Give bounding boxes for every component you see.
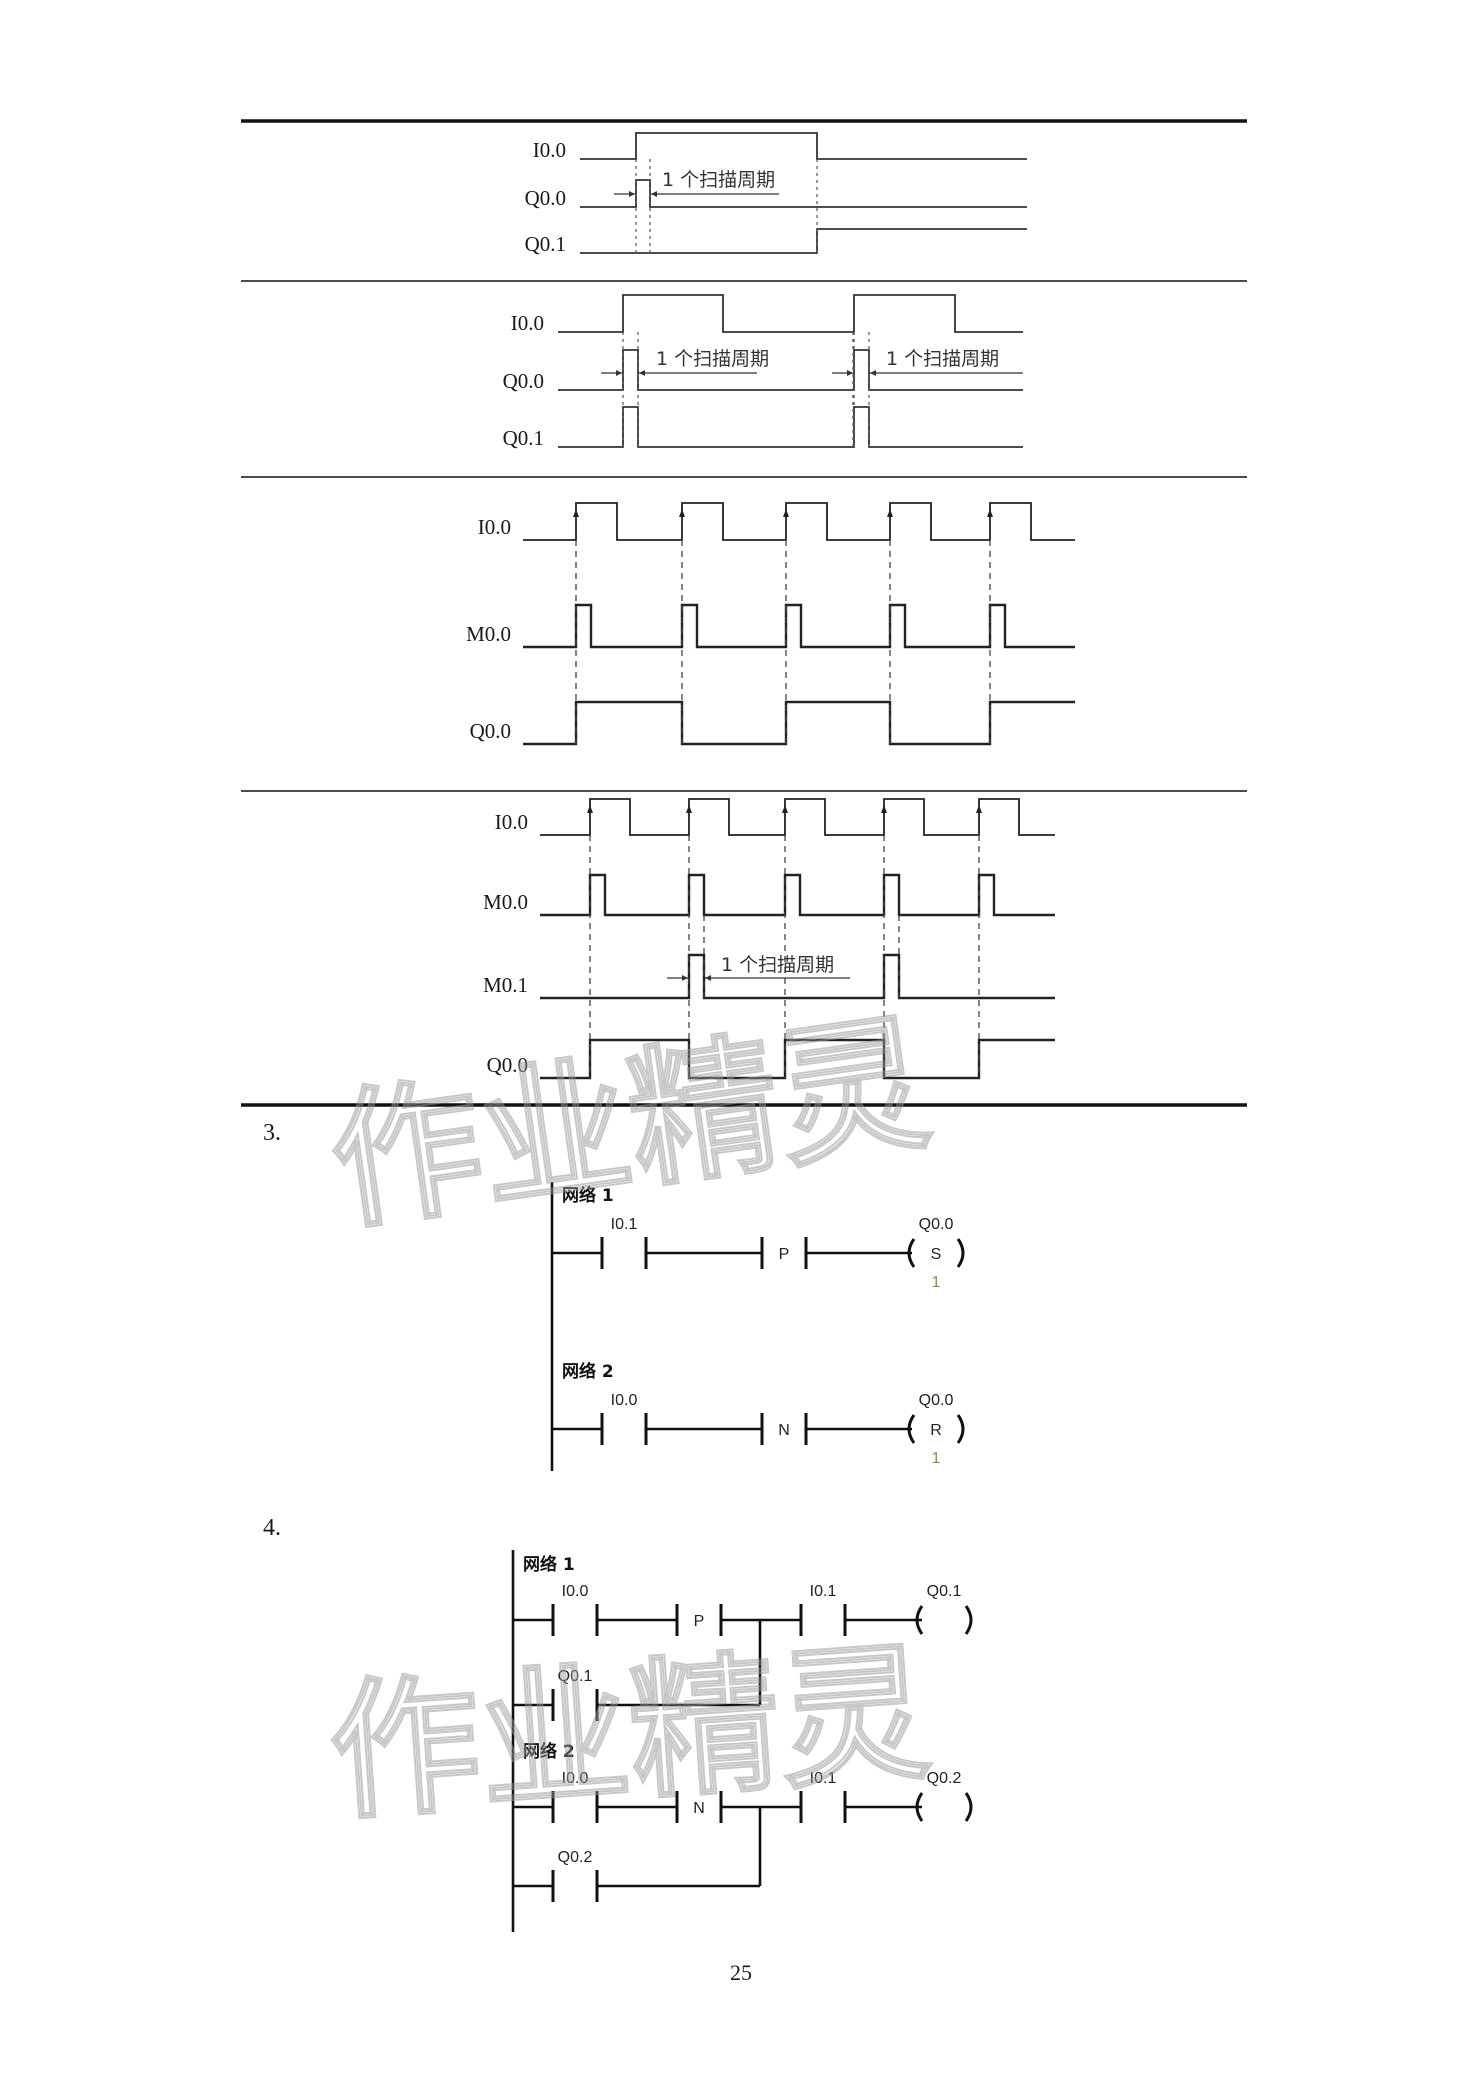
coil-address: Q0.0 [919, 1216, 954, 1233]
waveform [540, 798, 1055, 836]
signal-label: Q0.0 [487, 1053, 528, 1077]
contact-address: Q0.1 [558, 1668, 593, 1685]
coil-address: Q0.2 [927, 1770, 962, 1787]
coil-address: Q0.0 [919, 1392, 954, 1409]
waveform [580, 228, 1027, 254]
edge-detector-P: P [779, 1246, 790, 1263]
timing-diagram-1: I0.0Q0.0Q0.1 1 个扫描周期 [525, 132, 1027, 256]
scan-cycle-label: 1 个扫描周期 [721, 954, 834, 976]
rising-edge-arrow-icon [887, 509, 893, 517]
signal-label: Q0.1 [503, 426, 544, 450]
page-number: 25 [730, 1960, 752, 1985]
contact-address: Q0.2 [558, 1849, 593, 1866]
question-number-4: 4. [263, 1515, 281, 1541]
scan-cycle-label: 1 个扫描周期 [656, 348, 769, 370]
timing-diagram-4: I0.0M0.0M0.1Q0.0 1 个扫描周期 [483, 798, 1055, 1080]
signal-label: M0.0 [483, 890, 528, 914]
signal-label: M0.0 [466, 622, 511, 646]
signal-label: Q0.0 [503, 369, 544, 393]
arrow-left-icon [639, 370, 645, 376]
signal-label: I0.0 [478, 515, 511, 539]
rising-edge-arrow-icon [679, 509, 685, 517]
arrow-right-icon [629, 191, 635, 197]
contact-address: I0.1 [810, 1583, 837, 1600]
signal-label: Q0.0 [470, 719, 511, 743]
question-number-3: 3. [263, 1120, 281, 1146]
contact-address: I0.1 [810, 1770, 837, 1787]
coil-type: S [931, 1246, 942, 1263]
scan-cycle-label: 1 个扫描周期 [886, 348, 999, 370]
waveform [580, 132, 1027, 160]
waveform [540, 873, 1055, 917]
contact-address: I0.0 [562, 1770, 589, 1787]
edge-detector-N: N [778, 1422, 790, 1439]
signal-label: M0.1 [483, 973, 528, 997]
edge-detector-P: P [694, 1613, 705, 1630]
network-title: 网络 2 [562, 1361, 614, 1382]
signal-label: Q0.0 [525, 186, 566, 210]
waveform [523, 700, 1075, 746]
coil-type: R [930, 1422, 942, 1439]
timing-diagram-3: I0.0M0.0Q0.0 [466, 502, 1075, 746]
arrow-left-icon [705, 975, 711, 981]
section-dividers [241, 119, 1247, 1107]
timing-diagram-2: I0.0Q0.0Q0.1 1 个扫描周期 1 个扫描周期 [503, 294, 1023, 450]
waveform [558, 406, 1023, 448]
rising-edge-arrow-icon [573, 509, 579, 517]
network-title: 网络 2 [523, 1741, 575, 1762]
signal-label: I0.0 [533, 138, 566, 162]
arrow-left-icon [870, 370, 876, 376]
waveform [540, 953, 1055, 1000]
waveform [523, 502, 1075, 541]
watermark-top: 作业精灵 [321, 996, 939, 1252]
contact-address: I0.0 [562, 1583, 589, 1600]
arrow-left-icon [651, 191, 657, 197]
coil-count: 1 [932, 1274, 941, 1291]
rising-edge-arrow-icon [783, 509, 789, 517]
coil-address: Q0.1 [927, 1583, 962, 1600]
rising-edge-arrow-icon [782, 805, 788, 813]
edge-detector-N: N [693, 1800, 705, 1817]
rising-edge-arrow-icon [587, 805, 593, 813]
coil-count: 1 [932, 1450, 941, 1467]
watermark-bottom: 作业精灵 [324, 1626, 935, 1841]
arrow-right-icon [616, 370, 622, 376]
signal-label: I0.0 [511, 311, 544, 335]
arrow-right-icon [847, 370, 853, 376]
rising-edge-arrow-icon [881, 805, 887, 813]
network-title: 网络 1 [523, 1554, 575, 1575]
contact-address: I0.1 [611, 1216, 638, 1233]
signal-label: I0.0 [495, 810, 528, 834]
arrow-right-icon [682, 975, 688, 981]
rising-edge-arrow-icon [987, 509, 993, 517]
rising-edge-arrow-icon [976, 805, 982, 813]
network-title: 网络 1 [562, 1185, 614, 1206]
waveform [580, 179, 1027, 208]
scan-cycle-label: 1 个扫描周期 [662, 169, 775, 191]
waveform [523, 603, 1075, 649]
contact-address: I0.0 [611, 1392, 638, 1409]
waveform [558, 294, 1023, 333]
rising-edge-arrow-icon [686, 805, 692, 813]
signal-label: Q0.1 [525, 232, 566, 256]
